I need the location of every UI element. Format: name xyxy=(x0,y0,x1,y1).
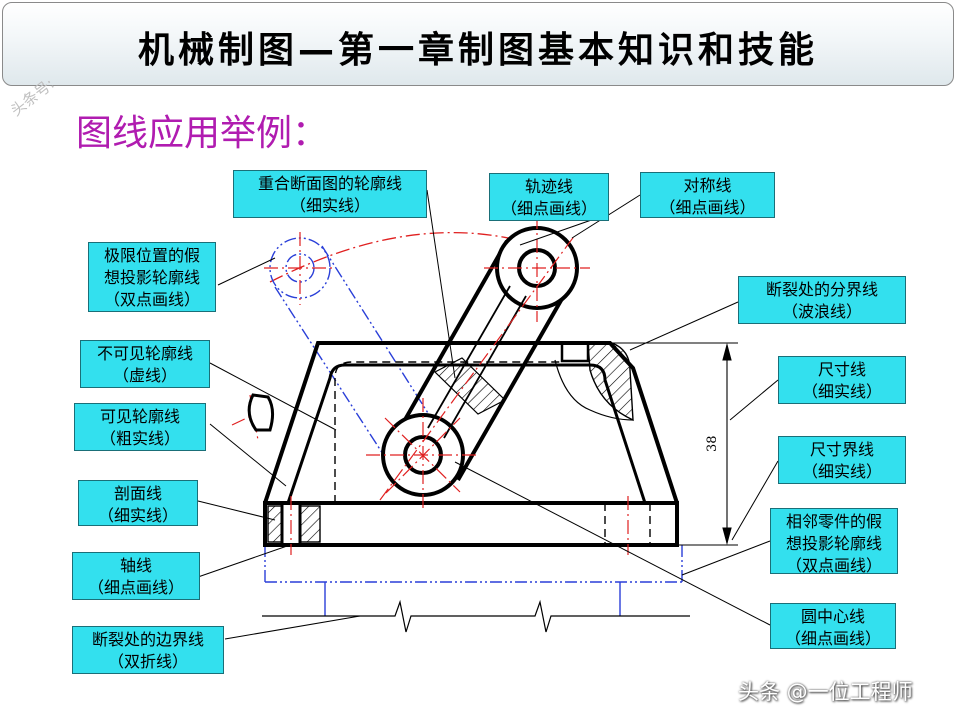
callout-line: 尺寸界线 xyxy=(809,440,874,459)
callout-line: （双折线） xyxy=(107,652,188,671)
removed-section-shape xyxy=(247,393,275,432)
callout-line: （细实线） xyxy=(97,506,178,525)
callout-visible-outline: 可见轮廓线 （粗实线） xyxy=(74,403,206,451)
callout-line: （虚线） xyxy=(112,366,177,385)
callout-line: （细实线） xyxy=(801,382,882,401)
callout-line: （细实线） xyxy=(289,196,370,215)
callout-break-boundary-zigzag: 断裂处的边界线 （双折线） xyxy=(72,626,224,674)
callout-line: （细点画线） xyxy=(87,578,184,597)
wavy-break-line xyxy=(554,359,634,421)
callout-line: （细实线） xyxy=(801,462,882,481)
callout-line: 想投影轮廓线 xyxy=(785,534,882,553)
callout-section-outline: 重合断面图的轮廓线 （细实线） xyxy=(233,170,427,218)
hidden-lines xyxy=(334,361,651,545)
section-subtitle: 图线应用举例： xyxy=(76,113,329,154)
callout-symmetry: 对称线 （细点画线） xyxy=(640,172,775,218)
callout-line: （细点画线） xyxy=(500,199,597,218)
callout-adjacent-part: 相邻零件的假 想投影轮廓线 （双点画线） xyxy=(770,508,898,575)
callout-line: 重合断面图的轮廓线 xyxy=(257,174,402,193)
section-hatches xyxy=(267,341,634,543)
callout-line: （双点画线） xyxy=(785,556,882,575)
callout-line: 尺寸线 xyxy=(817,360,866,379)
callout-line: 对称线 xyxy=(683,176,732,195)
leader-lines xyxy=(197,189,779,640)
callout-extreme-position: 极限位置的假 想投影轮廓线 （双点画线） xyxy=(88,242,216,312)
dimension-value: 38 xyxy=(705,435,720,452)
adjacent-phantom xyxy=(264,545,683,583)
page-title: 机械制图—第一章制图基本知识和技能 xyxy=(137,30,818,71)
callout-hidden-outline: 不可见轮廓线 （虚线） xyxy=(80,340,210,388)
base-bore xyxy=(280,503,302,545)
callout-line: （粗实线） xyxy=(99,429,180,448)
footer-watermark: 头条 @一位工程师 xyxy=(738,680,913,704)
callout-line: 轨迹线 xyxy=(524,177,573,196)
callout-line: 断裂处的边界线 xyxy=(91,630,204,649)
callout-dimension-line: 尺寸线 （细实线） xyxy=(778,356,906,404)
callout-line: 轴线 xyxy=(119,556,152,575)
callout-hatch-line: 剖面线 （细实线） xyxy=(78,480,198,526)
callout-line: 可见轮廓线 xyxy=(99,407,180,426)
callout-line: 圆中心线 xyxy=(800,607,865,626)
callout-axis-line: 轴线 （细点画线） xyxy=(72,552,200,600)
callout-line: （波浪线） xyxy=(781,302,862,321)
callout-line: 断裂处的分界线 xyxy=(765,280,878,299)
dimension-38 xyxy=(610,342,738,546)
callout-line: 不可见轮廓线 xyxy=(96,344,193,363)
callout-center-line: 圆中心线 （细点画线） xyxy=(770,603,896,649)
callout-extension-line: 尺寸界线 （细实线） xyxy=(778,436,906,484)
header-bar: 机械制图—第一章制图基本知识和技能 xyxy=(2,2,954,86)
callout-line: 相邻零件的假 xyxy=(785,512,882,531)
callout-line: 想投影轮廓线 xyxy=(103,268,200,287)
shaft-with-break xyxy=(262,582,690,633)
callout-line: （双点画线） xyxy=(103,290,200,309)
callout-line: 剖面线 xyxy=(113,484,162,503)
callout-trajectory: 轨迹线 （细点画线） xyxy=(489,173,609,221)
callout-line: （细点画线） xyxy=(659,198,756,217)
callout-break-boundary-wavy: 断裂处的分界线 （波浪线） xyxy=(738,276,906,324)
callout-line: （细点画线） xyxy=(784,629,881,648)
callout-line: 极限位置的假 xyxy=(103,246,200,265)
